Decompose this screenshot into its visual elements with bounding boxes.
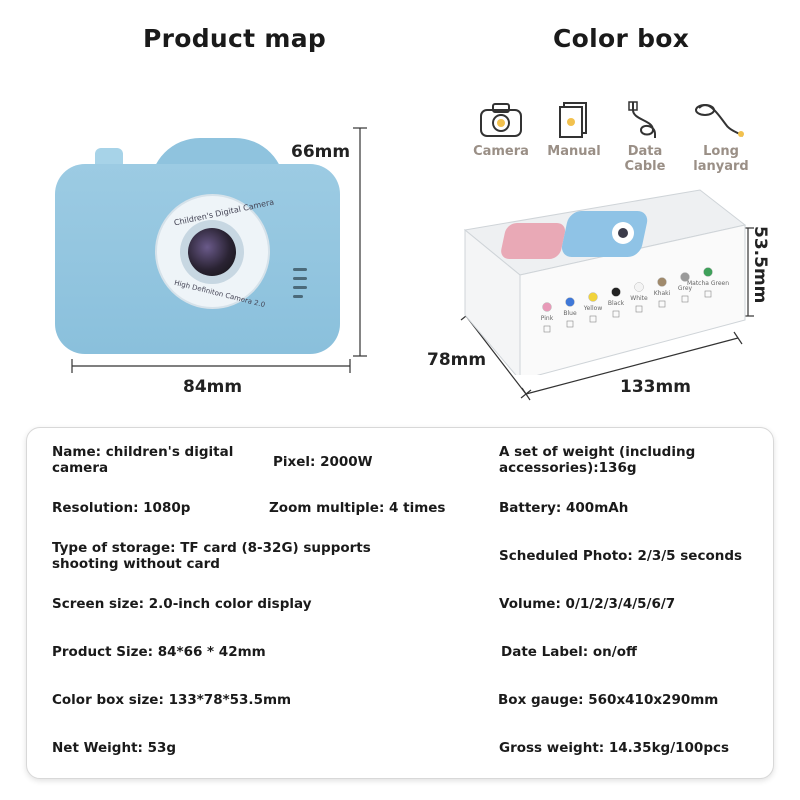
spec-zoom: Zoom multiple: 4 times: [269, 500, 446, 516]
color-swatch: [703, 267, 713, 277]
spec-panel: Name: children's digital camera Pixel: 2…: [26, 427, 774, 779]
spec-name: Name: children's digital camera: [52, 444, 234, 476]
box-length-label: 133mm: [620, 377, 691, 397]
color-checkbox: [566, 320, 574, 328]
color-swatch: [565, 297, 575, 307]
spec-gross-weight: Gross weight: 14.35kg/100pcs: [499, 740, 730, 756]
spec-product-size: Product Size: 84*66 * 42mm: [52, 644, 266, 660]
color-box-image: Pink Blue Yellow Black White Khaki GreyMatcha …: [463, 189, 747, 375]
accessory-lanyard: Long lanyard: [686, 100, 756, 174]
color-swatch: [634, 282, 644, 292]
accessory-data-cable: Data Cable: [610, 100, 680, 174]
speaker-slot: [293, 295, 303, 298]
spec-net-weight: Net Weight: 53g: [52, 740, 177, 756]
color-box-heading: Color box: [553, 24, 690, 53]
color-swatch: [588, 292, 598, 302]
color-swatch: [657, 277, 667, 287]
color-checkbox: [589, 315, 597, 323]
spec-volume: Volume: 0/1/2/3/4/5/6/7: [499, 596, 676, 612]
spec-box-size: Color box size: 133*78*53.5mm: [52, 692, 292, 708]
box-color-swatches: Pink Blue Yellow Black White Khaki GreyMatcha …: [541, 267, 729, 333]
speaker-slot: [293, 268, 307, 271]
color-checkbox: [635, 305, 643, 313]
spec-battery: Battery: 400mAh: [499, 500, 629, 516]
color-swatch-label: Yellow: [583, 305, 603, 312]
accessory-label: Manual: [547, 144, 601, 159]
camera-icon: [480, 103, 522, 137]
color-swatch-label: Matcha Green: [687, 280, 729, 287]
color-checkbox: [704, 290, 712, 298]
speaker-slot: [293, 286, 307, 289]
color-swatch-label: White: [630, 295, 648, 302]
accessory-manual: Manual: [539, 100, 609, 159]
camera-image: Children's Digital Camera High Definiton…: [55, 130, 345, 360]
spec-date-label: Date Label: on/off: [501, 644, 637, 660]
spec-box-gauge: Box gauge: 560x410x290mm: [498, 692, 719, 708]
color-swatch: [542, 302, 552, 312]
camera-height-label: 66mm: [291, 142, 351, 162]
spec-storage: Type of storage: TF card (8-32G) support…: [52, 540, 371, 572]
color-checkbox: [612, 310, 620, 318]
color-checkbox: [681, 295, 689, 303]
camera-width-label: 84mm: [183, 377, 243, 397]
accessory-label: Data Cable: [624, 144, 666, 174]
accessory-camera: Camera: [466, 100, 536, 159]
color-checkbox: [658, 300, 666, 308]
shutter-button-shape: [95, 148, 123, 168]
spec-weight-set: A set of weight (including accessories):…: [499, 444, 696, 476]
color-swatch-label: Black: [608, 300, 625, 307]
lanyard-icon: [695, 104, 744, 137]
color-swatch-label: Grey: [678, 285, 693, 292]
color-swatch-label: Blue: [563, 310, 577, 317]
lens-glass: [188, 228, 236, 276]
spec-scheduled-photo: Scheduled Photo: 2/3/5 seconds: [499, 548, 743, 564]
box-height-label: 53.5mm: [750, 226, 770, 304]
data-cable-icon: [628, 101, 656, 138]
color-swatch-label: Khaki: [654, 290, 671, 297]
color-swatch-label: Pink: [541, 315, 554, 322]
spec-resolution: Resolution: 1080p: [52, 500, 191, 516]
accessory-label: Camera: [473, 144, 529, 159]
spec-screen: Screen size: 2.0-inch color display: [52, 596, 312, 612]
accessory-label: Long lanyard: [693, 144, 749, 174]
product-map-heading: Product map: [143, 24, 327, 53]
spec-pixel: Pixel: 2000W: [273, 454, 373, 470]
color-swatch: [680, 272, 690, 282]
color-checkbox: [543, 325, 551, 333]
box-width-label: 78mm: [427, 350, 487, 370]
speaker-slot: [293, 277, 307, 280]
color-swatch: [611, 287, 621, 297]
manual-icon: [559, 102, 587, 138]
